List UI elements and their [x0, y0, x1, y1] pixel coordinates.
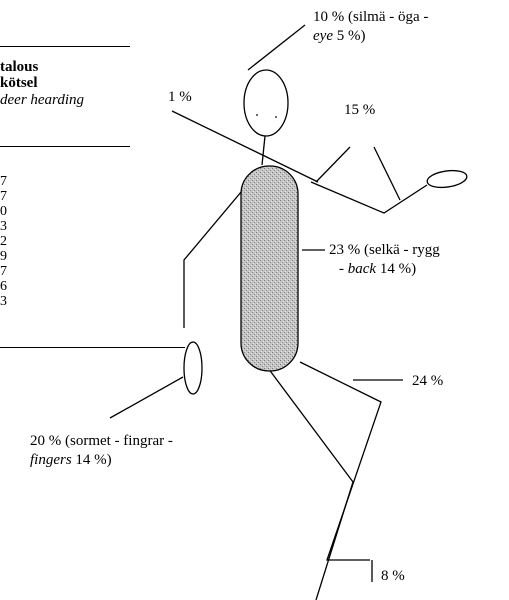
left-hand-shape	[184, 342, 202, 394]
neck-line	[262, 136, 265, 165]
eye-pointer	[248, 25, 305, 70]
arm-label: 15 %	[344, 101, 375, 119]
eye-label-line-1: 10 % (silmä - öga -	[313, 8, 428, 26]
right-arm-line	[311, 182, 427, 213]
eye-dot	[275, 116, 277, 118]
fingers-label-line-2: fingers 14 %)	[30, 451, 112, 469]
head-shape	[244, 70, 288, 136]
foot-label: 8 %	[381, 567, 405, 585]
arm-pointer-right	[374, 147, 400, 200]
arm-pointer-left	[316, 147, 350, 182]
left-leg-line	[268, 368, 353, 600]
torso-shape	[241, 166, 298, 371]
fingers-pointer	[110, 377, 183, 418]
eye-label-line-2: eye 5 %)	[313, 27, 365, 45]
back-dash: -	[339, 261, 348, 277]
back-label-line-2: - back 14 %)	[339, 260, 416, 278]
fingers-term: fingers	[30, 452, 72, 468]
right-leg-line	[300, 362, 381, 560]
fingers-label-line-1: 20 % (sormet - fingrar -	[30, 432, 173, 450]
back-term: back	[348, 261, 376, 277]
knee-label: 24 %	[412, 372, 443, 390]
eye-dot	[256, 114, 258, 116]
right-hand-shape	[426, 168, 468, 189]
shoulder-label: 1 %	[168, 88, 192, 106]
back-percent: 14 %)	[376, 261, 416, 277]
eye-term: eye	[313, 28, 333, 44]
fingers-percent: 14 %)	[72, 452, 112, 468]
eye-percent: 5 %)	[333, 28, 366, 44]
shoulder-line	[172, 111, 318, 182]
back-label-line-1: 23 % (selkä - rygg	[329, 241, 440, 259]
